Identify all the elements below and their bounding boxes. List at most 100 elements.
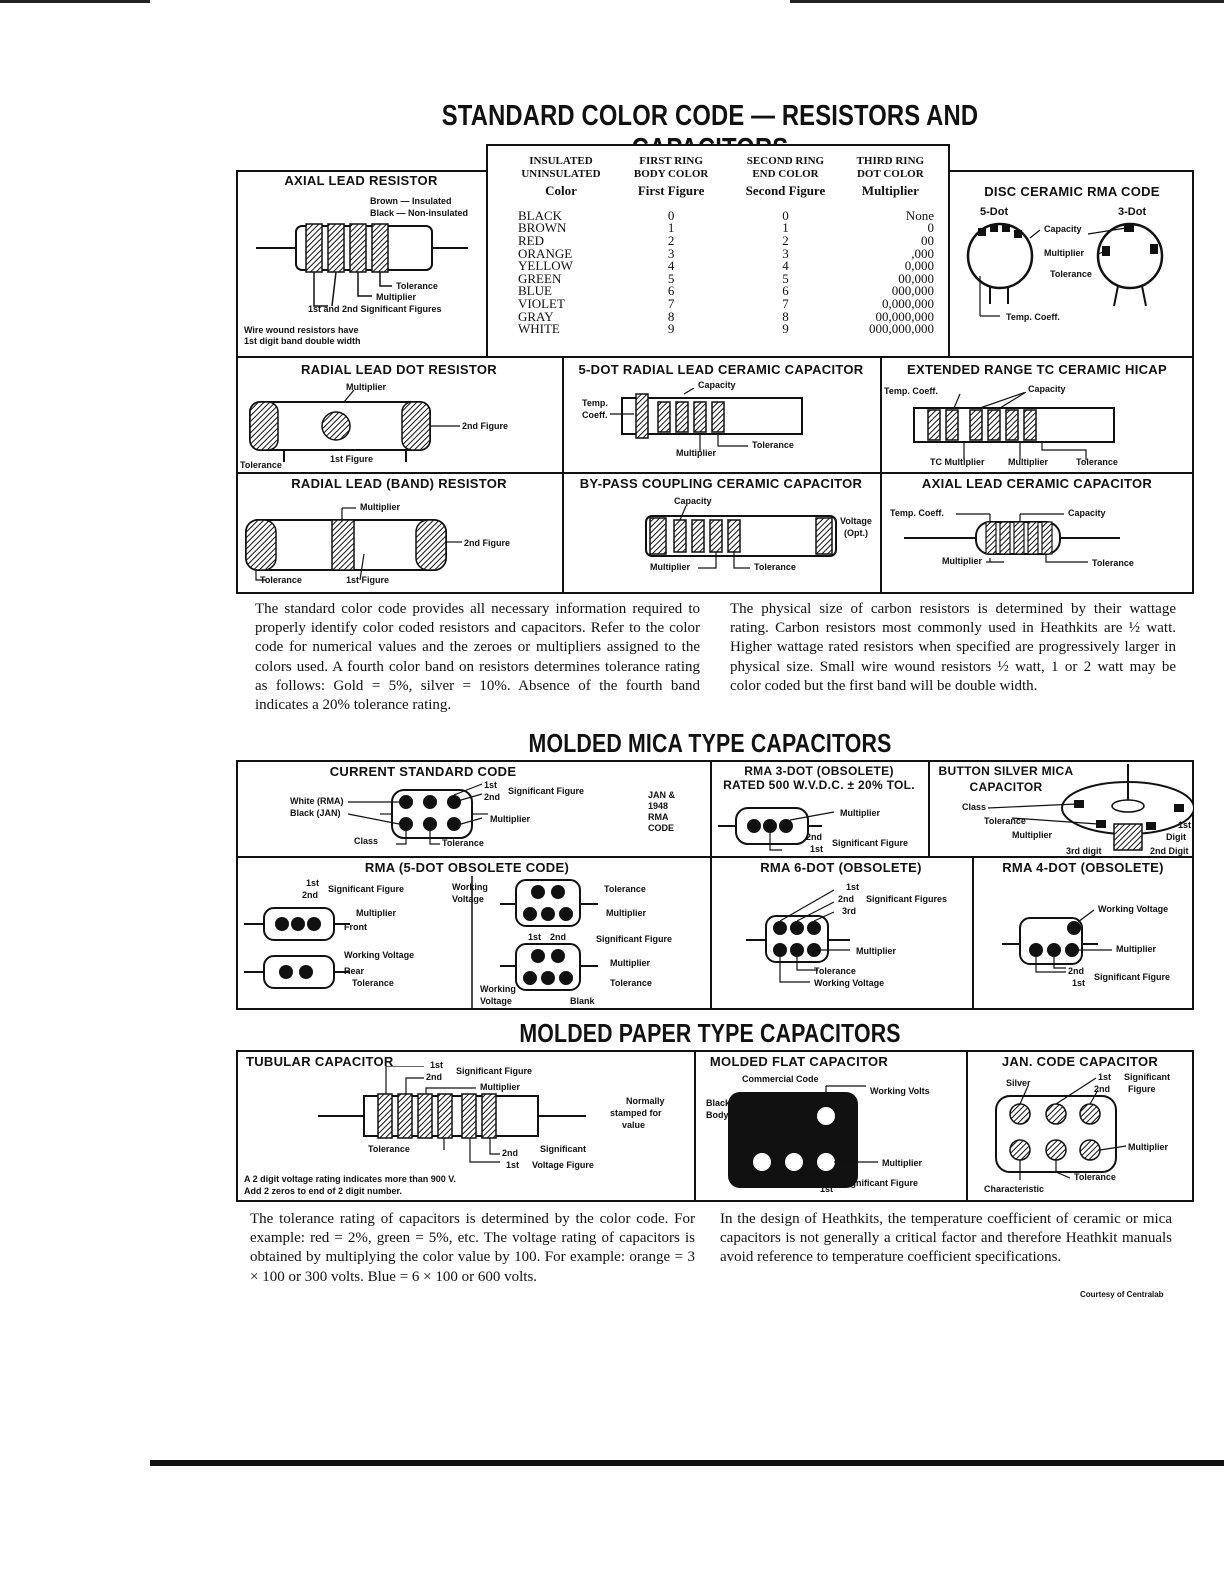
table-cell: 6	[782, 283, 789, 299]
jan-significant-label: Significant	[1124, 1072, 1171, 1082]
rma4-wv-label: Working Voltage	[1098, 904, 1169, 914]
rma5b-multiplier-label: Multiplier	[606, 908, 646, 918]
rma-3dot-title: RMA 3-DOT (OBSOLETE)	[744, 764, 894, 778]
current-standard-code-title: CURRENT STANDARD CODE	[329, 764, 517, 779]
mica-sig-label: Significant Figure	[508, 786, 585, 796]
jan-label-2: 1948	[648, 801, 669, 811]
tubular-significant-label: Significant	[540, 1144, 587, 1154]
table-header-row-3: Color First Figure Second Figure Multipl…	[545, 183, 919, 199]
radial-band-tolerance-label: Tolerance	[260, 575, 302, 585]
mica-tolerance-label: Tolerance	[442, 838, 484, 848]
tubular-note-2: Add 2 zeros to end of 2 digit number.	[244, 1186, 403, 1196]
bypass-tolerance-label: Tolerance	[754, 562, 796, 572]
rma5c-voltage-label: Voltage	[480, 996, 512, 1006]
button-silver-title-2: CAPACITOR	[969, 780, 1043, 794]
mica-multiplier-label: Multiplier	[490, 814, 530, 824]
table-cell: BLACK	[518, 207, 563, 223]
rma-4dot-title: RMA 4-DOT (OBSOLETE)	[1002, 860, 1164, 875]
jan-label-1: JAN &	[648, 790, 676, 800]
tubular-multiplier-label: Multiplier	[480, 1082, 520, 1092]
table-cell: YELLOW	[518, 258, 573, 274]
five-dot-temp-label-1: Temp.	[582, 398, 608, 408]
table-cell: 000,000,000	[869, 321, 934, 337]
axial-tolerance-label: Tolerance	[396, 281, 438, 291]
rma6-multiplier-label: Multiplier	[856, 946, 896, 956]
rma5b-sig-label: Significant Figure	[596, 934, 673, 944]
rma4-second-label: 2nd	[1068, 966, 1085, 976]
rma4-first-label: 1st	[1072, 978, 1086, 988]
disc-tolerance-label: Tolerance	[1050, 269, 1092, 279]
button-1st-digit-label: Digit	[1166, 832, 1186, 842]
disc-ceramic-drawing	[966, 222, 1164, 317]
disc-ceramic-cell: DISC CERAMIC RMA CODE 5-Dot 3-Dot Capaci…	[950, 170, 1194, 358]
table-cell: 0,000	[904, 258, 934, 274]
rma5b-second-label: 2nd	[550, 932, 567, 942]
paper-section-title: MOLDED PAPER TYPE CAPACITORS	[519, 1018, 901, 1048]
five-dot-tolerance-label: Tolerance	[752, 440, 794, 450]
table-header-row-2: UNINSULATED BODY COLOR END COLOR DOT COL…	[521, 167, 924, 180]
table-cell: BROWN	[518, 220, 567, 236]
table-cell: 5	[667, 270, 675, 286]
tubular-title: TUBULAR CAPACITOR	[246, 1054, 394, 1069]
axial-ceramic-temp-label: Temp. Coeff.	[890, 508, 944, 518]
radial-band-resistor-title: RADIAL LEAD (BAND) RESISTOR	[291, 476, 507, 491]
table-cell: 9	[667, 321, 675, 337]
white-rma-label: White (RMA)	[290, 796, 344, 806]
rma6-first-label: 1st	[846, 882, 860, 892]
rma5-front-label: Front	[344, 922, 367, 932]
rma-4dot-drawing	[1002, 909, 1112, 973]
jan-label-3: RMA	[648, 812, 669, 822]
flat-second-label: 2nd	[816, 1170, 833, 1180]
wire-wound-note-2: 1st digit band double width	[244, 336, 361, 346]
five-dot-capacity-label: Capacity	[698, 380, 736, 390]
table-cell: 2	[782, 232, 789, 248]
axial-ceramic-cell: AXIAL LEAD CERAMIC CAPACITOR Temp. Coeff…	[880, 472, 1194, 594]
molded-flat-cell: MOLDED FLAT CAPACITOR Commercial Code Wo…	[694, 1050, 968, 1202]
disc-multiplier-label: Multiplier	[1044, 248, 1084, 258]
rma6-second-label: 2nd	[838, 894, 855, 904]
five-dot-radial-cell: 5-DOT RADIAL LEAD CERAMIC CAPACITOR Capa…	[562, 356, 882, 474]
table-cell: 1	[667, 220, 675, 236]
table-cell: 8	[782, 308, 789, 324]
radial-dot-tolerance-label: Tolerance	[240, 460, 282, 470]
rma-6dot-title: RMA 6-DOT (OBSOLETE)	[760, 860, 922, 875]
tolerance-paragraph: The tolerance rating of capacitors is de…	[250, 1211, 695, 1285]
tubular-voltage-figure-label: Voltage Figure	[532, 1160, 594, 1170]
jan-second-label: 2nd	[1094, 1084, 1111, 1094]
five-dot-multiplier-label: Multiplier	[676, 448, 716, 458]
table-cell: 6	[667, 283, 675, 299]
jan-silver-label: Silver	[1006, 1078, 1031, 1088]
hicap-tolerance-label: Tolerance	[1076, 457, 1118, 467]
radial-dot-resistor-title: RADIAL LEAD DOT RESISTOR	[301, 362, 497, 377]
rma5-rear-label: Rear	[344, 966, 365, 976]
table-cell: 4	[782, 258, 789, 274]
black-jan-label: Black (JAN)	[290, 808, 341, 818]
five-dot-temp-label-2: Coeff.	[582, 410, 608, 420]
black-noninsulated-label: Black — Non-insulated	[370, 208, 469, 218]
tubular-drawing	[318, 1066, 586, 1163]
table-cell: GREEN	[518, 270, 562, 286]
table-cell: 5	[782, 270, 789, 286]
axial-lead-resistor-title: AXIAL LEAD RESISTOR	[284, 173, 438, 188]
rma5c-multiplier-label: Multiplier	[610, 958, 650, 968]
table-cell: VIOLET	[518, 295, 565, 311]
tubular-first-label: 1st	[430, 1060, 444, 1070]
standard-code-paragraph: The standard color code provides all nec…	[255, 601, 700, 714]
table-cell: 3	[782, 245, 789, 261]
disc-temp-coeff-label: Temp. Coeff.	[1006, 312, 1060, 322]
rma5-working-voltage-label: Working Voltage	[344, 950, 415, 960]
temperature-paragraph: In the design of Heathkits, the temperat…	[720, 1211, 1172, 1266]
axial-multiplier-label: Multiplier	[376, 292, 416, 302]
bypass-capacitor-drawing	[645, 505, 837, 569]
table-cell: 0	[667, 207, 675, 223]
tubular-normally-1: Normally	[626, 1096, 665, 1106]
bottom-edge-line	[150, 1460, 1224, 1466]
tubular-second-label: 2nd	[426, 1072, 443, 1082]
color-code-table: INSULATED FIRST RING SECOND RING THIRD R…	[508, 155, 938, 336]
wire-wound-note-1: Wire wound resistors have	[244, 325, 359, 335]
button-2nd-digit-label: 2nd Digit	[1150, 846, 1189, 856]
